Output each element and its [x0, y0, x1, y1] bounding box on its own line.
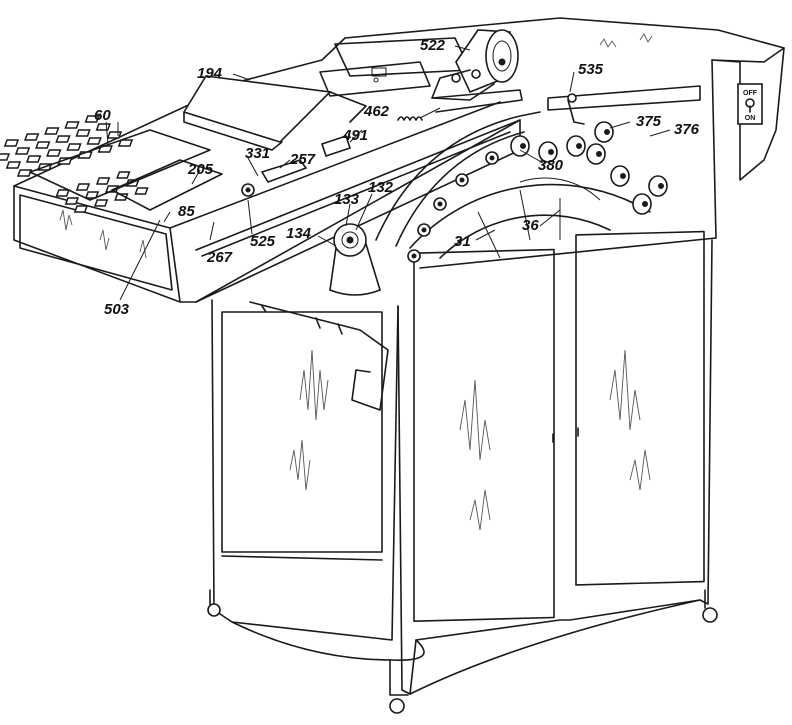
cluster-roller-hub: [548, 149, 554, 155]
label-503: 503: [104, 301, 130, 318]
label-257: 257: [289, 151, 316, 168]
key: [3, 139, 20, 147]
key: [35, 141, 51, 149]
roller-cluster-parts: [510, 121, 668, 215]
latch-331-257: [241, 159, 308, 197]
label-134: 134: [286, 225, 312, 242]
key: [44, 127, 60, 135]
caster-right: [702, 589, 718, 623]
roller-hub: [489, 155, 495, 161]
label-462: 462: [363, 103, 390, 120]
key: [106, 131, 123, 139]
power-switch-panel: OFF ON: [737, 83, 763, 125]
keyboard: [0, 115, 223, 213]
label-31: 31: [454, 233, 471, 250]
reference-numerals: 60 194 522 462 491 535 375 376 380 331 2…: [94, 37, 700, 318]
cluster-roller-hub: [604, 129, 610, 135]
label-375: 375: [636, 113, 662, 130]
label-522: 522: [420, 37, 446, 54]
label-36: 36: [522, 217, 539, 234]
key: [46, 149, 62, 157]
cluster-roller-hub: [520, 143, 526, 149]
roller-cluster: [510, 93, 668, 215]
key: [25, 155, 42, 163]
key: [0, 153, 11, 161]
switch-on-label: ON: [745, 115, 756, 122]
cluster-roller-hub: [642, 201, 648, 207]
cluster-roller-hub: [596, 151, 602, 157]
pulley-assembly: [329, 223, 381, 296]
label-132: 132: [368, 179, 394, 196]
label-194: 194: [197, 65, 223, 82]
upper-housing: [13, 17, 785, 303]
roller-hub: [459, 177, 465, 183]
label-331: 331: [245, 145, 270, 162]
roller-arch: [375, 111, 541, 263]
roller-hub: [437, 201, 443, 207]
label-380: 380: [538, 157, 564, 174]
paper-holder: [182, 75, 367, 151]
key: [73, 205, 89, 213]
key: [64, 197, 80, 205]
rollers: [407, 151, 499, 263]
key: [55, 189, 70, 197]
key: [64, 121, 80, 129]
cluster-roller-hub: [620, 173, 626, 179]
key: [5, 161, 22, 169]
roller-hub: [421, 227, 427, 233]
label-491: 491: [342, 127, 368, 144]
label-525: 525: [250, 233, 276, 250]
leader-lines: [105, 45, 671, 301]
key: [14, 147, 31, 155]
label-267: 267: [206, 249, 233, 266]
cabinet-base: [207, 230, 718, 714]
key: [93, 199, 109, 207]
label-133: 133: [334, 191, 360, 208]
drum-disc: [409, 177, 651, 259]
cluster-roller-hub: [576, 143, 582, 149]
key: [75, 129, 91, 137]
label-60: 60: [94, 107, 111, 124]
cluster-roller-hub: [658, 183, 664, 189]
key: [116, 171, 131, 179]
key: [23, 133, 40, 141]
keyboard-keys: [0, 115, 149, 213]
key: [16, 169, 33, 177]
spring-462: [397, 116, 423, 121]
label-376: 376: [674, 121, 700, 138]
key: [84, 115, 100, 123]
key: [86, 137, 102, 145]
roller-hub: [411, 253, 417, 259]
bracket-491: [320, 134, 352, 158]
paper-roll: [431, 29, 523, 113]
label-205: 205: [187, 161, 214, 178]
key: [75, 183, 91, 191]
label-85: 85: [178, 203, 195, 220]
key: [66, 143, 82, 151]
switch-off-label: OFF: [743, 90, 758, 97]
key: [55, 135, 71, 143]
label-535: 535: [578, 61, 604, 78]
key: [117, 139, 134, 147]
key: [134, 187, 149, 195]
key: [95, 123, 111, 131]
caster-front-left: [389, 659, 409, 714]
key: [84, 191, 100, 199]
caster-rear-left: [207, 589, 221, 617]
key: [95, 177, 111, 185]
